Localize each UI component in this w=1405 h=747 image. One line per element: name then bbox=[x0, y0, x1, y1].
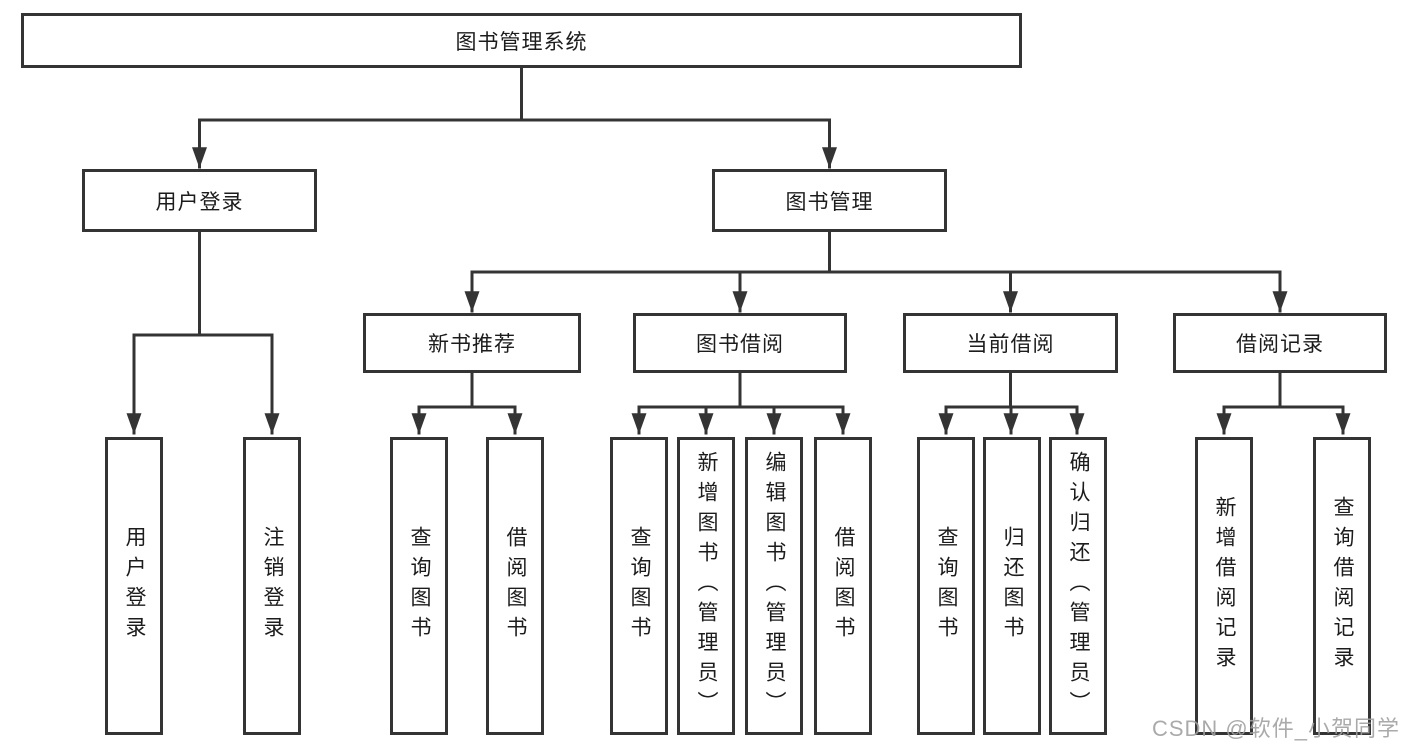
node-label: 新书推荐 bbox=[428, 333, 516, 356]
leaf-label: 借阅图书 bbox=[504, 526, 527, 646]
leaf-logout: 注销登录 bbox=[243, 437, 301, 735]
node-root-system: 图书管理系统 bbox=[21, 13, 1022, 68]
leaf-label: 查询图书 bbox=[628, 526, 651, 646]
node-user-login: 用户登录 bbox=[82, 169, 317, 232]
leaf-user-login: 用户登录 bbox=[105, 437, 163, 735]
node-label: 用户登录 bbox=[155, 190, 244, 214]
node-current-borrow: 当前借阅 bbox=[903, 313, 1118, 373]
leaf-bb-query-books: 查询图书 bbox=[610, 437, 668, 735]
leaf-label: 归还图书 bbox=[1001, 526, 1024, 646]
leaf-br-query-record: 查询借阅记录 bbox=[1313, 437, 1371, 735]
leaf-cb-query-books: 查询图书 bbox=[917, 437, 975, 735]
leaf-bb-borrow-books: 借阅图书 bbox=[814, 437, 872, 735]
leaf-nb-query-books: 查询图书 bbox=[390, 437, 448, 735]
node-new-book-recommend: 新书推荐 bbox=[363, 313, 581, 373]
leaf-label: 查询图书 bbox=[408, 526, 431, 646]
node-borrow-records: 借阅记录 bbox=[1173, 313, 1387, 373]
node-book-management: 图书管理 bbox=[712, 169, 947, 232]
leaf-label: 编辑图书（管理员） bbox=[763, 451, 786, 721]
leaf-bb-add-books-admin: 新增图书（管理员） bbox=[677, 437, 735, 735]
leaf-bb-edit-books-admin: 编辑图书（管理员） bbox=[745, 437, 803, 735]
node-label: 图书管理 bbox=[785, 190, 874, 214]
leaf-cb-return-books: 归还图书 bbox=[983, 437, 1041, 735]
leaf-label: 查询借阅记录 bbox=[1331, 496, 1354, 676]
leaf-label: 查询图书 bbox=[935, 526, 958, 646]
leaf-label: 新增图书（管理员） bbox=[695, 451, 718, 721]
leaf-label: 新增借阅记录 bbox=[1213, 496, 1236, 676]
leaf-nb-borrow-books: 借阅图书 bbox=[486, 437, 544, 735]
leaf-br-add-record: 新增借阅记录 bbox=[1195, 437, 1253, 735]
leaf-label: 注销登录 bbox=[261, 526, 284, 646]
leaf-cb-confirm-return-admin: 确认归还（管理员） bbox=[1049, 437, 1107, 735]
node-label: 图书借阅 bbox=[696, 333, 784, 356]
watermark-text: CSDN @软件_小贺同学 bbox=[1151, 716, 1400, 741]
leaf-label: 用户登录 bbox=[123, 526, 146, 646]
node-label: 图书管理系统 bbox=[455, 30, 588, 54]
node-book-borrow: 图书借阅 bbox=[633, 313, 847, 373]
leaf-label: 确认归还（管理员） bbox=[1067, 451, 1090, 721]
leaf-label: 借阅图书 bbox=[832, 526, 855, 646]
node-label: 借阅记录 bbox=[1236, 333, 1324, 356]
node-label: 当前借阅 bbox=[966, 333, 1055, 356]
